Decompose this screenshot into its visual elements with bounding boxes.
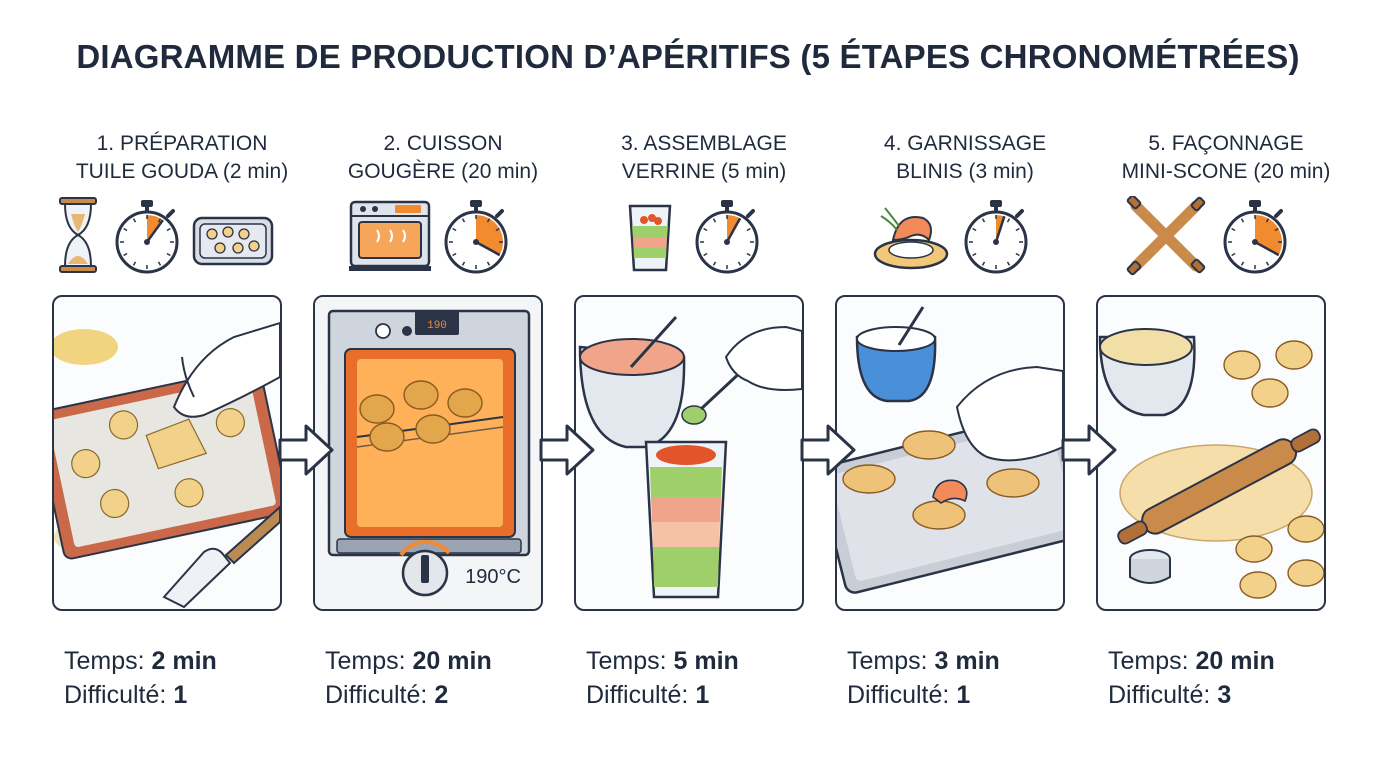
step-4-time: 3 min (935, 647, 1000, 675)
step-2-title: 2. CUISSON GOUGÈRE (20 min) (293, 130, 593, 186)
step-4: 4. GARNISSAGE BLINIS (3 min) (835, 0, 1095, 768)
difficulty-label: Difficulté: (847, 681, 956, 709)
time-label: Temps: (64, 647, 152, 675)
step-1-title-line1: 1. PRÉPARATION (32, 130, 332, 158)
stopwatch-icon (961, 196, 1031, 276)
flow-arrow-icon (276, 420, 336, 480)
step-1-icons (52, 196, 312, 280)
flow-arrow-icon (1059, 420, 1119, 480)
difficulty-label: Difficulté: (1108, 681, 1217, 709)
step-5-difficulty: 3 (1217, 681, 1231, 709)
step-2-time: 20 min (413, 647, 492, 675)
step-1: 1. PRÉPARATION TUILE GOUDA (2 min) (52, 0, 312, 768)
shrimp-blini-icon (871, 196, 951, 276)
step-3-time: 5 min (674, 647, 739, 675)
step-4-meta: Temps: 3 min Difficulté: 1 (847, 644, 1000, 712)
step-5-meta: Temps: 20 min Difficulté: 3 (1108, 644, 1275, 712)
step-3-title-line2: VERRINE (5 min) (554, 158, 854, 186)
step-3-difficulty: 1 (695, 681, 709, 709)
step-5-icons (1096, 196, 1356, 280)
time-label: Temps: (586, 647, 674, 675)
step-2-title-line1: 2. CUISSON (293, 130, 593, 158)
step-1-meta: Temps: 2 min Difficulté: 1 (64, 644, 217, 712)
step-4-icons (835, 196, 1095, 280)
step-2-illustration: 190 190°C (313, 295, 543, 611)
crossed-rolling-pins-icon (1126, 196, 1206, 276)
difficulty-label: Difficulté: (64, 681, 173, 709)
step-4-illustration (835, 295, 1065, 611)
time-label: Temps: (1108, 647, 1196, 675)
step-4-difficulty: 1 (956, 681, 970, 709)
oven-icon (347, 196, 433, 276)
step-3-title-line1: 3. ASSEMBLAGE (554, 130, 854, 158)
step-5-time: 20 min (1196, 647, 1275, 675)
flow-arrow-icon (798, 420, 858, 480)
difficulty-label: Difficulté: (325, 681, 434, 709)
step-1-time: 2 min (152, 647, 217, 675)
step-2-title-line2: GOUGÈRE (20 min) (293, 158, 593, 186)
hourglass-icon (58, 196, 98, 276)
step-4-title: 4. GARNISSAGE BLINIS (3 min) (815, 130, 1115, 186)
step-1-title: 1. PRÉPARATION TUILE GOUDA (2 min) (32, 130, 332, 186)
step-5-illustration (1096, 295, 1326, 611)
step-3-icons (574, 196, 834, 280)
step-4-title-line1: 4. GARNISSAGE (815, 130, 1115, 158)
stopwatch-icon (1220, 196, 1290, 276)
oven-display: 190 (427, 320, 447, 332)
step-3-meta: Temps: 5 min Difficulté: 1 (586, 644, 739, 712)
difficulty-label: Difficulté: (586, 681, 695, 709)
step-2-icons (313, 196, 573, 280)
step-5: 5. FAÇONNAGE MINI-SCONE (20 min) (1096, 0, 1356, 768)
time-label: Temps: (847, 647, 935, 675)
time-label: Temps: (325, 647, 413, 675)
step-3: 3. ASSEMBLAGE VERRINE (5 min) (574, 0, 834, 768)
step-1-title-line2: TUILE GOUDA (2 min) (32, 158, 332, 186)
step-1-illustration (52, 295, 282, 611)
step-1-difficulty: 1 (173, 681, 187, 709)
oven-temperature: 190°C (465, 566, 521, 588)
step-4-title-line2: BLINIS (3 min) (815, 158, 1115, 186)
stopwatch-icon (112, 196, 182, 276)
flow-arrow-icon (537, 420, 597, 480)
stopwatch-icon (441, 196, 511, 276)
stopwatch-icon (692, 196, 762, 276)
step-2-difficulty: 2 (434, 681, 448, 709)
step-2: 2. CUISSON GOUGÈRE (20 min) 190 (313, 0, 573, 768)
step-5-title-line1: 5. FAÇONNAGE (1076, 130, 1376, 158)
step-5-title: 5. FAÇONNAGE MINI-SCONE (20 min) (1076, 130, 1376, 186)
step-3-illustration (574, 295, 804, 611)
baking-tray-icon (190, 196, 276, 276)
step-2-meta: Temps: 20 min Difficulté: 2 (325, 644, 492, 712)
verrine-glass-icon (622, 196, 678, 276)
step-5-title-line2: MINI-SCONE (20 min) (1076, 158, 1376, 186)
step-3-title: 3. ASSEMBLAGE VERRINE (5 min) (554, 130, 854, 186)
